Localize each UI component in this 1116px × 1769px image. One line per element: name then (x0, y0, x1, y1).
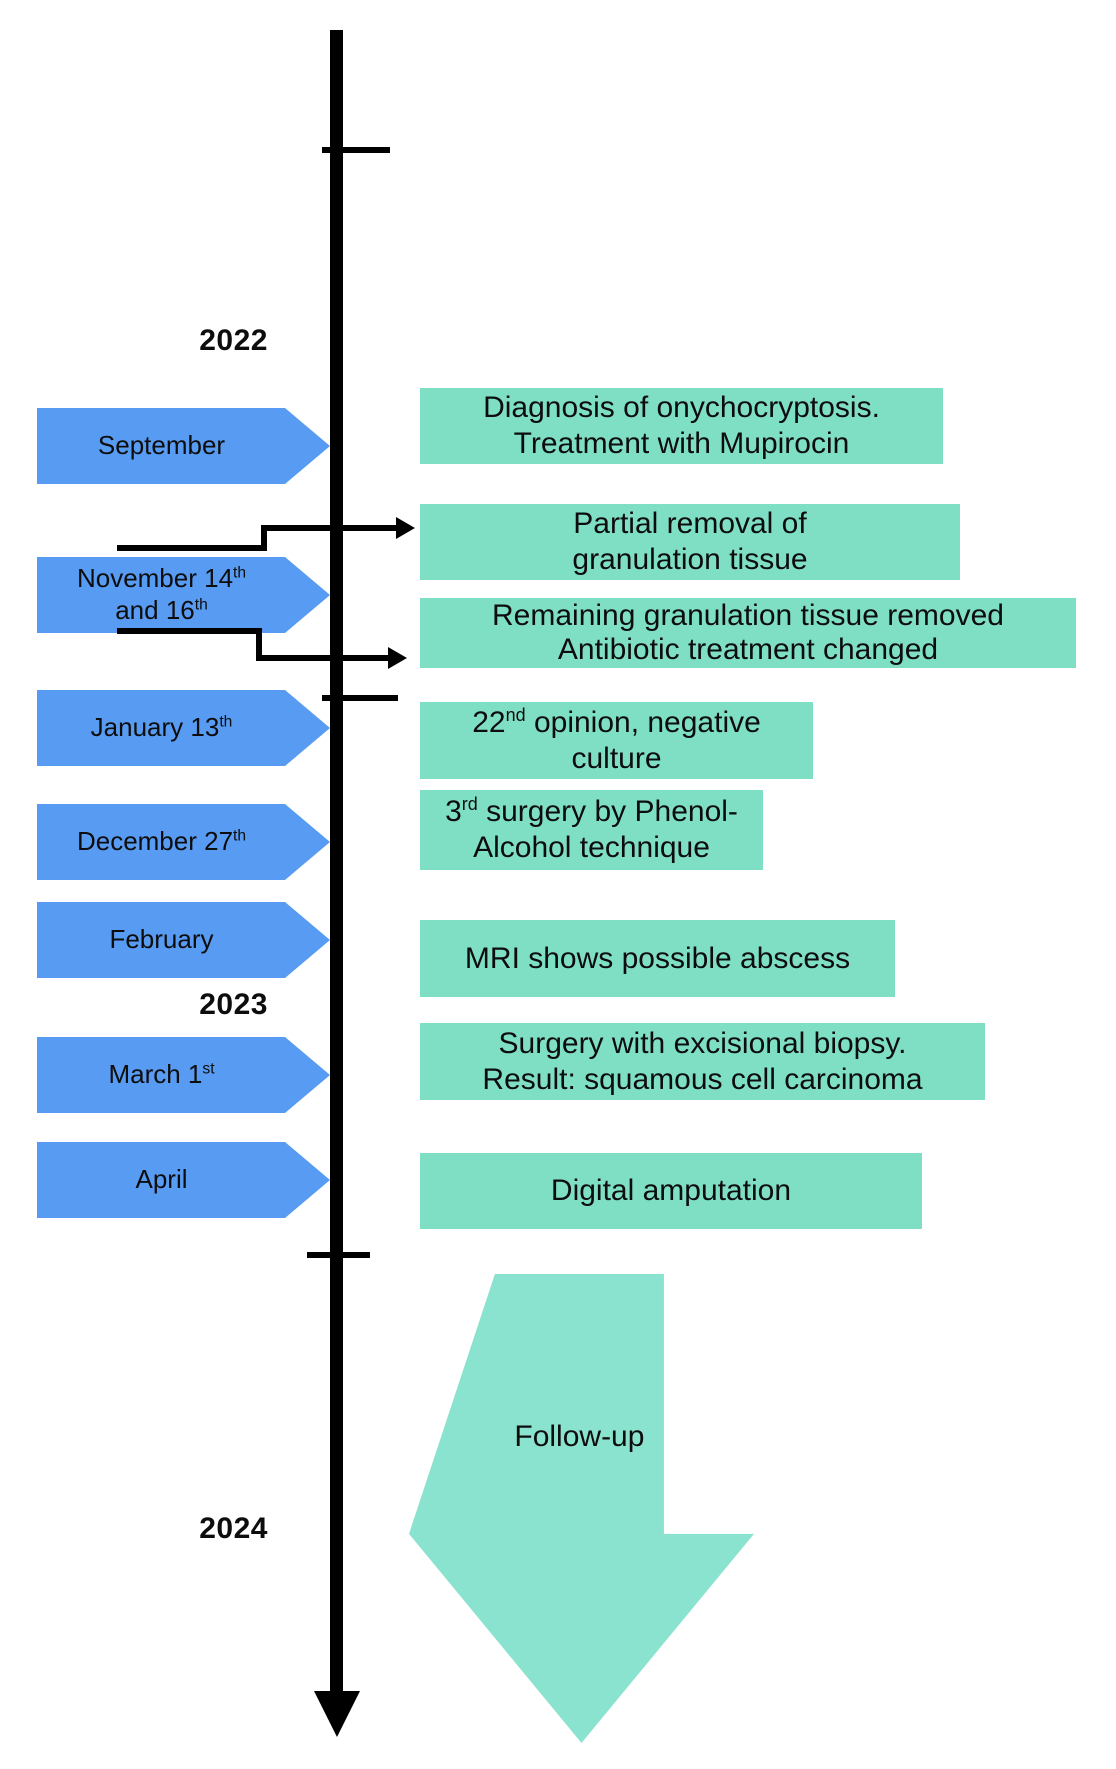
event-text-line: culture (571, 741, 661, 777)
event-text-line: Remaining granulation tissue removed (492, 599, 1004, 633)
text-segment: granulation tissue (572, 543, 808, 576)
text-segment: December 27 (76, 826, 234, 857)
text-segment: MRI shows possible abscess (464, 941, 851, 975)
date-label: November 14th (77, 563, 246, 595)
event-box-third-surgery: 3rd surgery by Phenol- Alcohol technique (420, 790, 763, 870)
event-text-line: 22nd opinion, negative (472, 705, 761, 741)
connector-line (117, 628, 262, 634)
connector-line (256, 655, 389, 661)
event-text-line: Partial removal of (573, 506, 806, 542)
event-text-line: Result: squamous cell carcinoma (482, 1062, 922, 1098)
text-segment: culture (571, 741, 662, 775)
date-label: April (135, 1164, 187, 1196)
followup-arrow-shape: Follow-up (409, 1274, 754, 1743)
text-segment: 3 (445, 795, 462, 828)
text-segment: April (135, 1164, 188, 1195)
text-segment: Remaining granulation tissue removed (492, 599, 1004, 633)
text-segment: March 1 (108, 1059, 203, 1090)
event-text-line: Surgery with excisional biopsy. (499, 1026, 907, 1062)
text-segment: surgery by Phenol- (477, 795, 738, 828)
event-box-diagnosis: Diagnosis of onychocryptosis. Treatment … (420, 388, 943, 464)
date-arrow-march: March 1st (37, 1037, 330, 1113)
text-segment: Antibiotic treatment changed (557, 633, 939, 666)
date-label: March 1st (108, 1059, 214, 1091)
text-segment: January 13 (90, 712, 220, 743)
text-segment: Diagnosis of onychocryptosis. (483, 391, 880, 424)
event-box-partial-removal: Partial removal of granulation tissue (420, 504, 960, 580)
superscript: th (233, 564, 247, 582)
tick-mark (322, 695, 398, 701)
connector-line (117, 545, 264, 551)
date-label: and 16th (115, 595, 208, 627)
text-segment: Result: squamous cell carcinoma (482, 1062, 923, 1096)
event-text-line: Antibiotic treatment changed (558, 633, 938, 667)
event-text-line: Diagnosis of onychocryptosis. (483, 390, 880, 426)
connector-arrowhead-icon (388, 647, 407, 669)
superscript: nd (505, 704, 526, 725)
tick-mark (322, 147, 390, 153)
connector-line (261, 525, 397, 531)
event-box-remaining-tissue: Remaining granulation tissue removed Ant… (420, 598, 1076, 668)
date-arrow-april: April (37, 1142, 330, 1218)
date-arrow-december: December 27th (37, 804, 330, 880)
text-segment: February (109, 924, 214, 955)
date-label: December 27th (77, 826, 246, 858)
tick-mark (307, 1252, 370, 1258)
text-segment: opinion, negative (525, 705, 761, 739)
year-label-2022: 2022 (199, 324, 268, 357)
date-label: January 13th (91, 712, 233, 744)
text-segment: September (97, 430, 226, 461)
event-text-line: Alcohol technique (473, 830, 710, 866)
date-arrow-september: September (37, 408, 330, 484)
event-box-mri: MRI shows possible abscess (420, 920, 895, 997)
event-box-biopsy: Surgery with excisional biopsy. Result: … (420, 1023, 985, 1100)
superscript: st (202, 1060, 215, 1078)
event-box-second-opinion: 22nd opinion, negative culture (420, 702, 813, 779)
text-segment: Surgery with excisional biopsy. (498, 1026, 907, 1060)
connector-line (261, 525, 267, 551)
date-arrow-january: January 13th (37, 690, 330, 766)
year-label-2024: 2024 (199, 1512, 268, 1545)
text-segment: November 14 (76, 563, 234, 594)
followup-label: Follow-up (514, 1420, 645, 1453)
superscript: th (233, 827, 247, 845)
event-text-line: Digital amputation (551, 1173, 791, 1209)
date-arrow-february: February (37, 902, 330, 978)
text-segment: Partial removal of (573, 507, 807, 540)
date-label: September (98, 430, 225, 462)
event-text-line: MRI shows possible abscess (465, 941, 850, 977)
text-segment: 22 (472, 705, 506, 739)
connector-line (256, 628, 262, 661)
timeline-axis (330, 30, 343, 1693)
event-text-line: Treatment with Mupirocin (514, 426, 850, 462)
text-segment: Treatment with Mupirocin (513, 427, 850, 460)
text-segment: Digital amputation (550, 1174, 792, 1207)
text-segment: and 16 (115, 595, 195, 625)
event-text-line: 3rd surgery by Phenol- (445, 794, 738, 830)
year-label-2023: 2023 (199, 988, 268, 1021)
event-text-line: granulation tissue (572, 542, 807, 578)
text-segment: Alcohol technique (473, 831, 710, 864)
superscript: th (219, 713, 233, 731)
superscript: th (194, 596, 208, 614)
connector-arrowhead-icon (396, 517, 415, 539)
superscript: rd (461, 794, 478, 814)
timeline-arrowhead-icon (314, 1691, 360, 1737)
date-arrow-november: November 14th and 16th (37, 557, 330, 633)
event-box-amputation: Digital amputation (420, 1153, 922, 1229)
date-label: February (109, 924, 213, 956)
